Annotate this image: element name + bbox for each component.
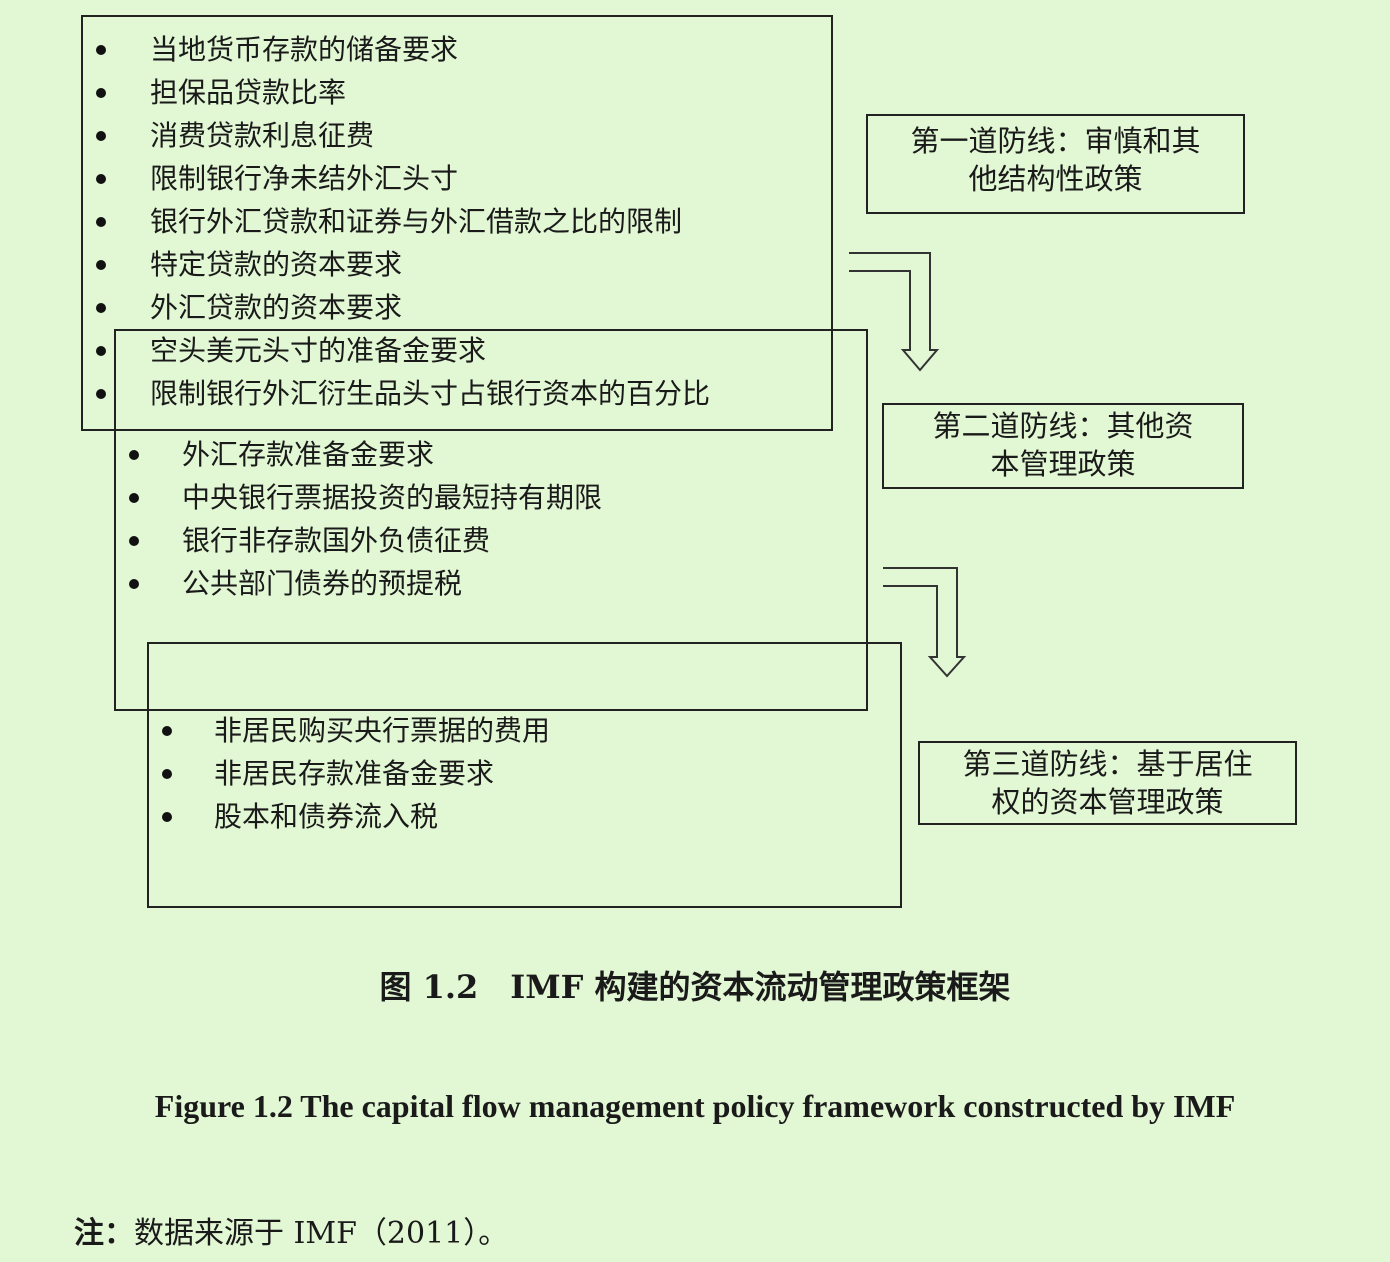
bullet-icon — [96, 303, 106, 313]
defense-label-1-line2: 他结构性政策 — [968, 162, 1143, 196]
list-item: 消费贷款利息征费 — [96, 114, 710, 157]
figure-caption-english: Figure 1.2 The capital flow management p… — [154, 1088, 1236, 1124]
list-item: 担保品贷款比率 — [96, 71, 710, 114]
bullet-icon — [129, 536, 139, 546]
list-item: 限制银行外汇衍生品头寸占银行资本的百分比 — [96, 372, 710, 415]
list-item: 中央银行票据投资的最短持有期限 — [129, 476, 602, 519]
bullet-icon — [129, 450, 139, 460]
layer3-list: 非居民购买央行票据的费用 非居民存款准备金要求 股本和债券流入税 — [162, 709, 550, 838]
bullet-icon — [96, 45, 106, 55]
note-label: 注： — [74, 1216, 134, 1251]
bullet-icon — [162, 812, 172, 822]
list-item: 公共部门债券的预提税 — [129, 562, 602, 605]
list-item: 银行外汇贷款和证券与外汇借款之比的限制 — [96, 200, 710, 243]
bullet-icon — [96, 260, 106, 270]
bullet-icon — [129, 493, 139, 503]
figure-caption-chinese: 图 1.2 IMF 构建的资本流动管理政策框架 — [379, 968, 1011, 1006]
source-note: 注：数据来源于 IMF（2011）。 — [74, 1208, 508, 1252]
layer1-box — [81, 15, 833, 431]
layer2-box — [114, 329, 868, 711]
bullet-icon — [96, 346, 106, 356]
bullet-icon — [96, 88, 106, 98]
defense-label-2-line2: 本管理政策 — [990, 447, 1136, 481]
defense-label-3-line1: 第三道防线：基于居住 — [962, 747, 1253, 781]
arrow-icon — [883, 567, 967, 678]
layer3-box — [147, 642, 902, 908]
layer1-list: 当地货币存款的储备要求 担保品贷款比率 消费贷款利息征费 限制银行净未结外汇头寸… — [96, 28, 710, 415]
bullet-icon — [96, 131, 106, 141]
defense-label-1-line1: 第一道防线：审慎和其 — [910, 124, 1201, 158]
layer2-list: 外汇存款准备金要求 中央银行票据投资的最短持有期限 银行非存款国外负债征费 公共… — [129, 433, 602, 605]
arrow-icon — [849, 252, 940, 372]
defense-label-2: 第二道防线：其他资 本管理政策 — [882, 403, 1244, 489]
defense-label-2-line1: 第二道防线：其他资 — [932, 409, 1194, 443]
list-item: 外汇存款准备金要求 — [129, 433, 602, 476]
list-item: 空头美元头寸的准备金要求 — [96, 329, 710, 372]
defense-label-3-line2: 权的资本管理政策 — [991, 785, 1224, 819]
list-item: 银行非存款国外负债征费 — [129, 519, 602, 562]
list-item: 限制银行净未结外汇头寸 — [96, 157, 710, 200]
defense-label-3: 第三道防线：基于居住 权的资本管理政策 — [918, 741, 1297, 825]
bullet-icon — [162, 769, 172, 779]
list-item: 股本和债券流入税 — [162, 795, 550, 838]
list-item: 外汇贷款的资本要求 — [96, 286, 710, 329]
list-item: 特定贷款的资本要求 — [96, 243, 710, 286]
bullet-icon — [96, 389, 106, 399]
defense-label-1: 第一道防线：审慎和其 他结构性政策 — [866, 114, 1245, 214]
list-item: 非居民购买央行票据的费用 — [162, 709, 550, 752]
note-text: 数据来源于 IMF（2011）。 — [134, 1216, 509, 1251]
bullet-icon — [129, 579, 139, 589]
list-item: 非居民存款准备金要求 — [162, 752, 550, 795]
bullet-icon — [96, 174, 106, 184]
bullet-icon — [162, 726, 172, 736]
bullet-icon — [96, 217, 106, 227]
list-item: 当地货币存款的储备要求 — [96, 28, 710, 71]
